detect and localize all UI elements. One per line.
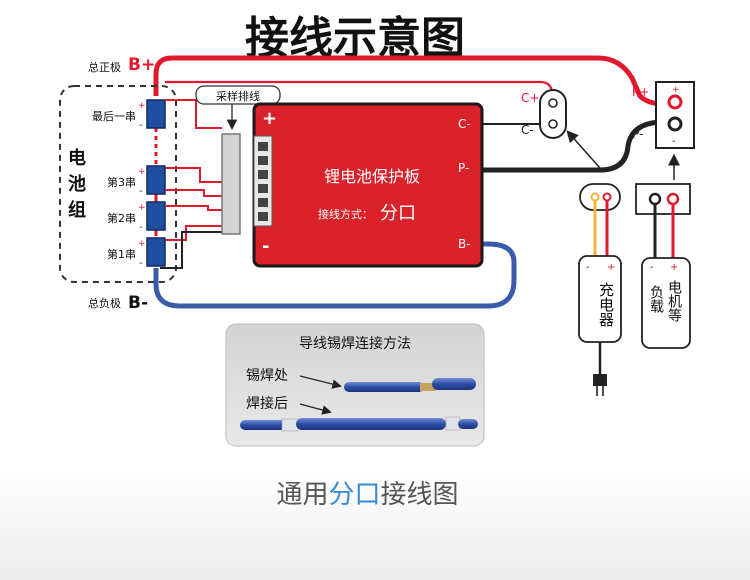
cell-label-last: 最后一串	[92, 110, 136, 123]
load-label-1: 电机等	[666, 280, 682, 322]
cell-3-plus: +	[138, 167, 146, 177]
board-port-b-minus: B-	[458, 237, 471, 251]
p-minus-wire	[482, 119, 665, 173]
cell-label-2: 第2串	[107, 211, 136, 225]
neg-terminal-symbol: B-	[128, 293, 148, 313]
charger-plug	[579, 183, 621, 211]
bottom-gradient	[0, 470, 750, 580]
charge-port-c-minus: C-	[521, 123, 534, 137]
battery-pack-outline	[59, 85, 177, 283]
cell-3	[146, 165, 166, 195]
charge-port-c-plus: C+	[521, 91, 539, 105]
solder-wire-before	[344, 378, 476, 392]
caption-suffix: 接线图	[380, 480, 459, 510]
b-plus-main-wire	[153, 55, 665, 107]
board-plus: +	[262, 108, 277, 129]
solder-wire-after	[240, 416, 478, 432]
sampling-label: 采样排线	[216, 89, 260, 103]
neg-terminal-label: 总负极	[88, 296, 121, 310]
pos-terminal-symbol: B+	[128, 55, 155, 75]
charger-label: 充电器	[597, 282, 615, 327]
caption-prefix: 通用	[276, 480, 329, 510]
charger-minus: -	[586, 262, 590, 273]
load-port-plus: +	[672, 85, 680, 95]
pack-char-2: 池	[68, 173, 86, 195]
charge-arrow	[566, 130, 601, 169]
charger-plus: +	[607, 262, 615, 273]
pack-char-3: 组	[68, 199, 86, 221]
sampling-label-box	[195, 85, 281, 105]
solder-step1: 锡焊处	[246, 368, 288, 384]
cell-last-minus: -	[139, 120, 143, 131]
cell-1-minus: -	[139, 258, 143, 269]
load-port	[655, 81, 695, 149]
cell-1	[146, 237, 166, 267]
load-port-p-plus: P+	[632, 85, 649, 99]
load-port-p-minus: P-	[632, 127, 643, 141]
cell-label-3: 第3串	[107, 175, 136, 189]
bottom-caption: 通用分口接线图	[0, 474, 735, 511]
board-port-p-minus: P-	[458, 161, 469, 175]
sampling-wires	[160, 99, 222, 269]
solder-title: 导线锡焊连接方法	[299, 335, 411, 352]
board-title: 锂电池保护板	[324, 167, 420, 186]
solder-step2: 焊接后	[246, 395, 288, 412]
load-minus: -	[650, 262, 654, 273]
cell-last	[146, 99, 166, 129]
cell-1-plus: +	[138, 239, 146, 249]
cell-2-plus: +	[138, 203, 146, 213]
pos-terminal-label: 总正极	[88, 60, 121, 74]
cell-2	[146, 201, 166, 231]
caption-highlight: 分口	[328, 480, 381, 510]
load-plus: +	[670, 262, 678, 273]
b-minus-wire	[153, 241, 517, 309]
battery-pack-label: 电 池 组	[68, 147, 86, 221]
load-plug	[635, 183, 691, 215]
load-box	[641, 257, 691, 349]
sampling-connector	[221, 133, 241, 235]
pack-char-1: 电	[68, 147, 86, 169]
charger-plug-head	[593, 374, 607, 386]
cell-last-plus: +	[138, 101, 146, 111]
board-method-value: 分口	[380, 203, 416, 224]
cell-label-1: 第1串	[107, 247, 136, 261]
board-method-label: 接线方式：	[318, 207, 373, 221]
cell-3-minus: -	[139, 186, 143, 197]
load-port-minus: -	[672, 136, 676, 147]
board-port-c-minus: C-	[458, 117, 471, 131]
header-pins	[258, 142, 268, 221]
board-minus: -	[262, 236, 269, 257]
cell-2-minus: -	[139, 222, 143, 233]
load-label-2: 负载	[648, 285, 664, 314]
charge-port	[539, 89, 567, 139]
